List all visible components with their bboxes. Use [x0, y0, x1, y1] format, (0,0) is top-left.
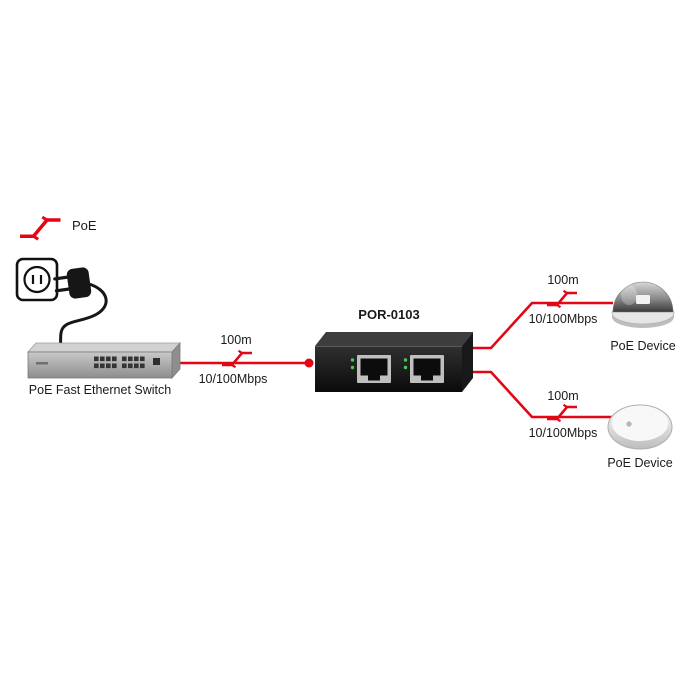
rj45-port-1	[357, 355, 391, 383]
rj45-port-2	[410, 355, 444, 383]
link-endpoint-dot	[304, 358, 314, 368]
poe-legend-bolt-icon	[18, 215, 63, 241]
link-extender-to-camera	[468, 289, 613, 350]
poe-legend-label: PoE	[72, 218, 97, 233]
link-switch-to-extender	[174, 349, 314, 369]
link3-speed-label: 10/100Mbps	[528, 426, 598, 440]
poe-extender-illustration	[315, 332, 473, 392]
extender-model-label: POR-0103	[358, 307, 420, 322]
switch-label: PoE Fast Ethernet Switch	[28, 383, 172, 397]
ethernet-switch-illustration	[27, 341, 181, 380]
poe-bolt-icon	[545, 289, 579, 309]
link3-distance-label: 100m	[547, 389, 579, 403]
status-leds	[350, 358, 408, 370]
link-extender-to-access-point	[468, 370, 613, 423]
link2-distance-label: 100m	[547, 273, 579, 287]
access-point-logo-dot	[626, 421, 632, 427]
link1-speed-label: 10/100Mbps	[198, 372, 268, 386]
power-outlet-icon	[15, 257, 59, 302]
camera-label: PoE Device	[610, 339, 676, 353]
poe-bolt-icon	[220, 349, 254, 369]
dome-camera-illustration	[611, 281, 675, 328]
camera-logo-plate	[636, 295, 650, 304]
link1-distance-label: 100m	[220, 333, 252, 347]
poe-bolt-icon	[545, 403, 579, 423]
link2-speed-label: 10/100Mbps	[528, 312, 598, 326]
power-plug-icon	[53, 267, 108, 354]
switch-ports	[94, 356, 160, 369]
access-point-label: PoE Device	[607, 456, 673, 470]
access-point-illustration	[607, 404, 673, 450]
